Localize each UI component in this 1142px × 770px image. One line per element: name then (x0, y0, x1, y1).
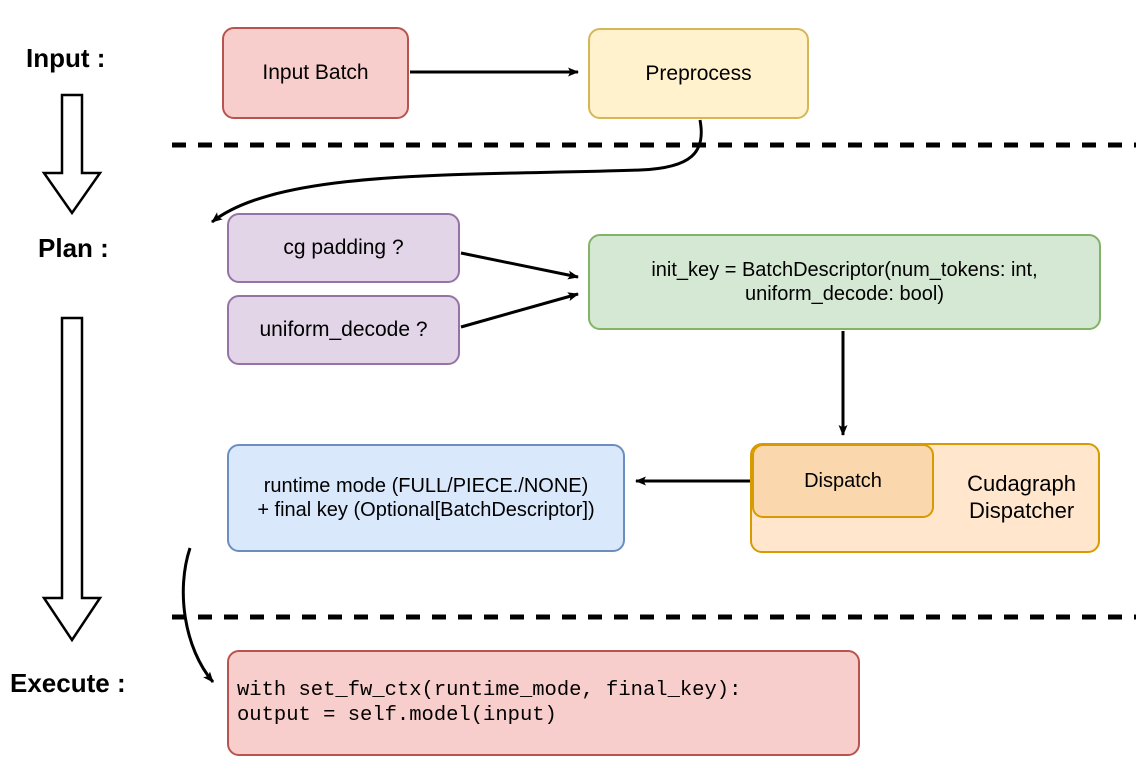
connector-uniform-decode-to-init-key (460, 292, 579, 329)
node-cg-padding[interactable]: cg padding ? (227, 213, 460, 283)
node-code-block[interactable]: with set_fw_ctx(runtime_mode, final_key)… (227, 650, 860, 756)
connector-preprocess-to-cg-padding (211, 119, 703, 224)
node-preprocess[interactable]: Preprocess (588, 28, 809, 119)
node-runtime-mode[interactable]: runtime mode (FULL/PIECE./NONE) + final … (227, 444, 625, 552)
stage-arrow-input-to-plan (41, 93, 103, 216)
connector-cg-padding-to-init-key (460, 251, 579, 280)
stage-label-execute: Execute : (10, 668, 126, 698)
stage-label-input: Input : (26, 43, 106, 73)
connector-runtime-mode-to-code (181, 547, 215, 683)
node-dispatch[interactable]: Dispatch (752, 444, 934, 518)
stage-arrow-plan-to-execute (41, 316, 103, 643)
node-init-key[interactable]: init_key = BatchDescriptor(num_tokens: i… (588, 234, 1101, 330)
node-uniform-decode[interactable]: uniform_decode ? (227, 295, 460, 365)
stage-label-plan: Plan : (38, 233, 109, 263)
node-input-batch[interactable]: Input Batch (222, 27, 409, 119)
